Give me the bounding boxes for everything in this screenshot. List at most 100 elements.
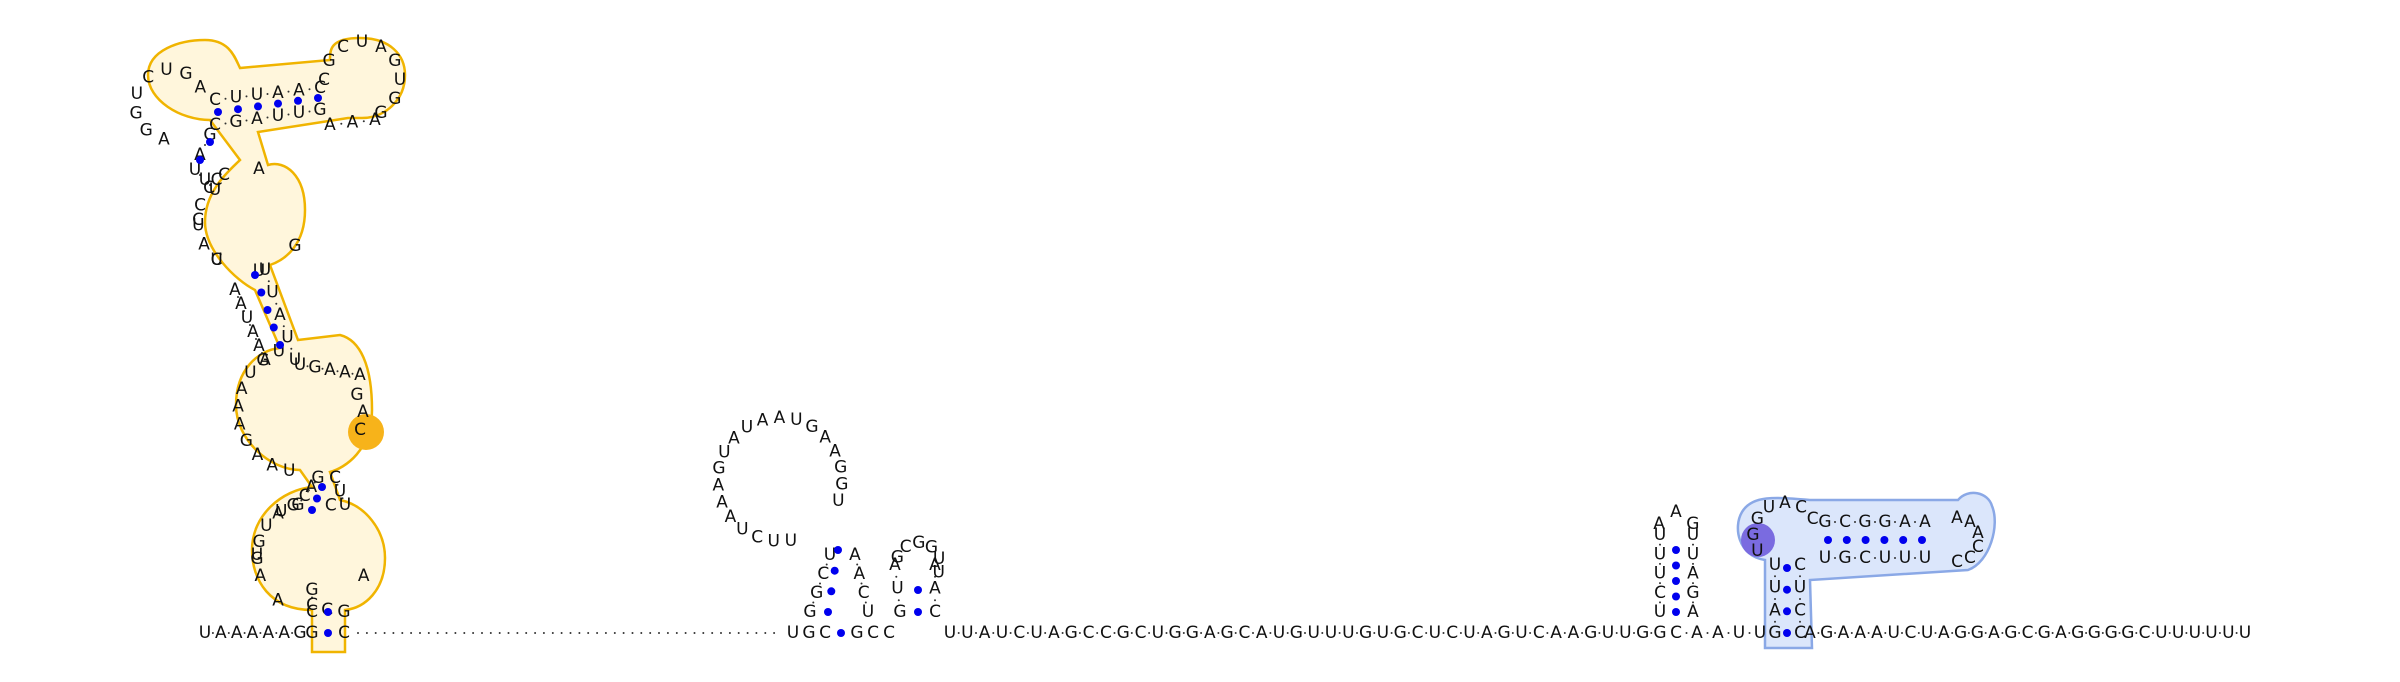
backbone-link — [1390, 632, 1393, 634]
hairpin-big-stem: U — [824, 545, 836, 565]
hairpin-three-stem: A — [1687, 602, 1699, 622]
base-pair-dot — [324, 608, 332, 616]
hairpin-three-stem: U — [1654, 544, 1666, 564]
sequence-tail: A — [1838, 623, 1850, 643]
backbone-link — [1546, 632, 1549, 634]
sequence-middle: U — [1733, 623, 1745, 643]
base-pair-dot — [294, 96, 302, 105]
sequence-middle: A — [1204, 623, 1216, 643]
backbone-link — [720, 632, 722, 634]
sequence-middle: C — [1083, 623, 1095, 643]
sequence-tail: A — [1804, 623, 1816, 643]
hairpin-three-loop: A — [1670, 502, 1682, 522]
backbone-link — [746, 632, 749, 634]
backbone-link — [1834, 557, 1836, 559]
base-pair-dot — [318, 483, 326, 491]
base-pair-dot — [257, 288, 266, 297]
backbone-link — [992, 632, 995, 634]
backbone-link — [666, 632, 669, 634]
backbone-link — [596, 632, 599, 634]
helix-bottom-5p: G — [305, 623, 318, 643]
backbone-link — [728, 632, 731, 634]
backbone-link — [211, 632, 214, 634]
backbone-link — [1659, 601, 1661, 604]
domain2-background — [1736, 491, 1996, 650]
backbone-link — [1338, 632, 1341, 634]
backbone-link — [436, 632, 439, 634]
sequence-middle: U — [1273, 623, 1285, 643]
domain1-strand: C — [318, 70, 330, 90]
base-pair-dot — [313, 494, 321, 503]
hairpin-three-stem: G — [1686, 583, 1699, 603]
backbone-link — [1650, 632, 1653, 634]
sequence-middle: G — [1186, 623, 1199, 643]
base-pair-dot — [1672, 608, 1680, 616]
backbone-link — [472, 632, 475, 634]
backbone-link — [1581, 632, 1584, 634]
sequence-left: A — [262, 623, 274, 643]
base-pair-dot — [251, 271, 259, 279]
backbone-link — [249, 324, 251, 326]
hairpin-big-loop: U — [767, 532, 779, 552]
backbone-link — [1914, 557, 1916, 559]
sequence-middle: U — [1429, 623, 1441, 643]
domain2-highlight-ugg — [1741, 523, 1775, 557]
backbone-link — [864, 601, 867, 604]
backbone-link — [336, 483, 339, 486]
domain1-highlight: C — [354, 420, 366, 440]
backbone-link — [243, 310, 245, 312]
sequence-middle: C — [1013, 623, 1025, 643]
sequence-tail: A — [1854, 623, 1866, 643]
domain2-stem: A — [1919, 512, 1931, 532]
backbone-link — [1269, 632, 1272, 634]
hairpin-small-stem: A — [929, 579, 941, 599]
backbone-link — [237, 296, 239, 298]
sequence-tail: G — [2121, 623, 2134, 643]
backbone-link — [613, 632, 616, 634]
backbone-link — [1834, 632, 1837, 634]
backbone-link — [1692, 543, 1694, 546]
domain2-stem: U — [1879, 548, 1891, 568]
base-pair-dot — [914, 608, 922, 616]
backbone-link — [957, 632, 960, 634]
backbone-link — [1984, 632, 1987, 634]
sequence-middle: U — [1515, 623, 1527, 643]
domain1-strand: U — [356, 32, 368, 52]
hairpin-small-stem: U — [891, 579, 903, 599]
backbone-link — [1659, 543, 1661, 546]
domain2-loop: C — [1972, 537, 1984, 557]
backbone-link — [631, 632, 634, 634]
backbone-link — [560, 632, 563, 634]
backbone-link — [1078, 632, 1081, 634]
base-pair-dot — [308, 506, 316, 514]
backbone-link — [1774, 598, 1776, 600]
hairpin-three-stem: C — [1654, 583, 1666, 603]
sequence-middle: G — [1117, 623, 1130, 643]
hairpin-big-loop: A — [728, 428, 740, 448]
backbone-link — [1799, 598, 1801, 600]
domain1-strand: G — [179, 64, 192, 84]
backbone-link — [773, 632, 776, 634]
domain1-strand: U — [394, 70, 406, 90]
domain1-background — [146, 36, 407, 654]
backbone-link — [1692, 582, 1694, 585]
base-pair-dot — [1672, 577, 1680, 585]
backbone-link — [1182, 632, 1185, 634]
domain2-loop: A — [1964, 512, 1976, 532]
domain1-strand: A — [254, 566, 266, 586]
domain1-strand: A — [293, 80, 305, 100]
hairpin-big-stem: C — [819, 623, 831, 643]
backbone-link — [2185, 632, 2188, 634]
sequence-middle: A — [1568, 623, 1580, 643]
backbone-link — [1113, 632, 1116, 634]
base-pair-dot — [234, 105, 242, 114]
base-pair-dot — [324, 629, 332, 637]
domain1-strand: G — [311, 468, 324, 488]
domain1-strand: A — [272, 83, 284, 103]
backbone-link — [365, 632, 368, 634]
backbone-link — [419, 632, 421, 634]
domain1-strand: G — [388, 89, 401, 109]
domain1-strand: U — [293, 103, 305, 123]
backbone-link — [1130, 632, 1133, 634]
sequence-tail: U — [2239, 623, 2251, 643]
